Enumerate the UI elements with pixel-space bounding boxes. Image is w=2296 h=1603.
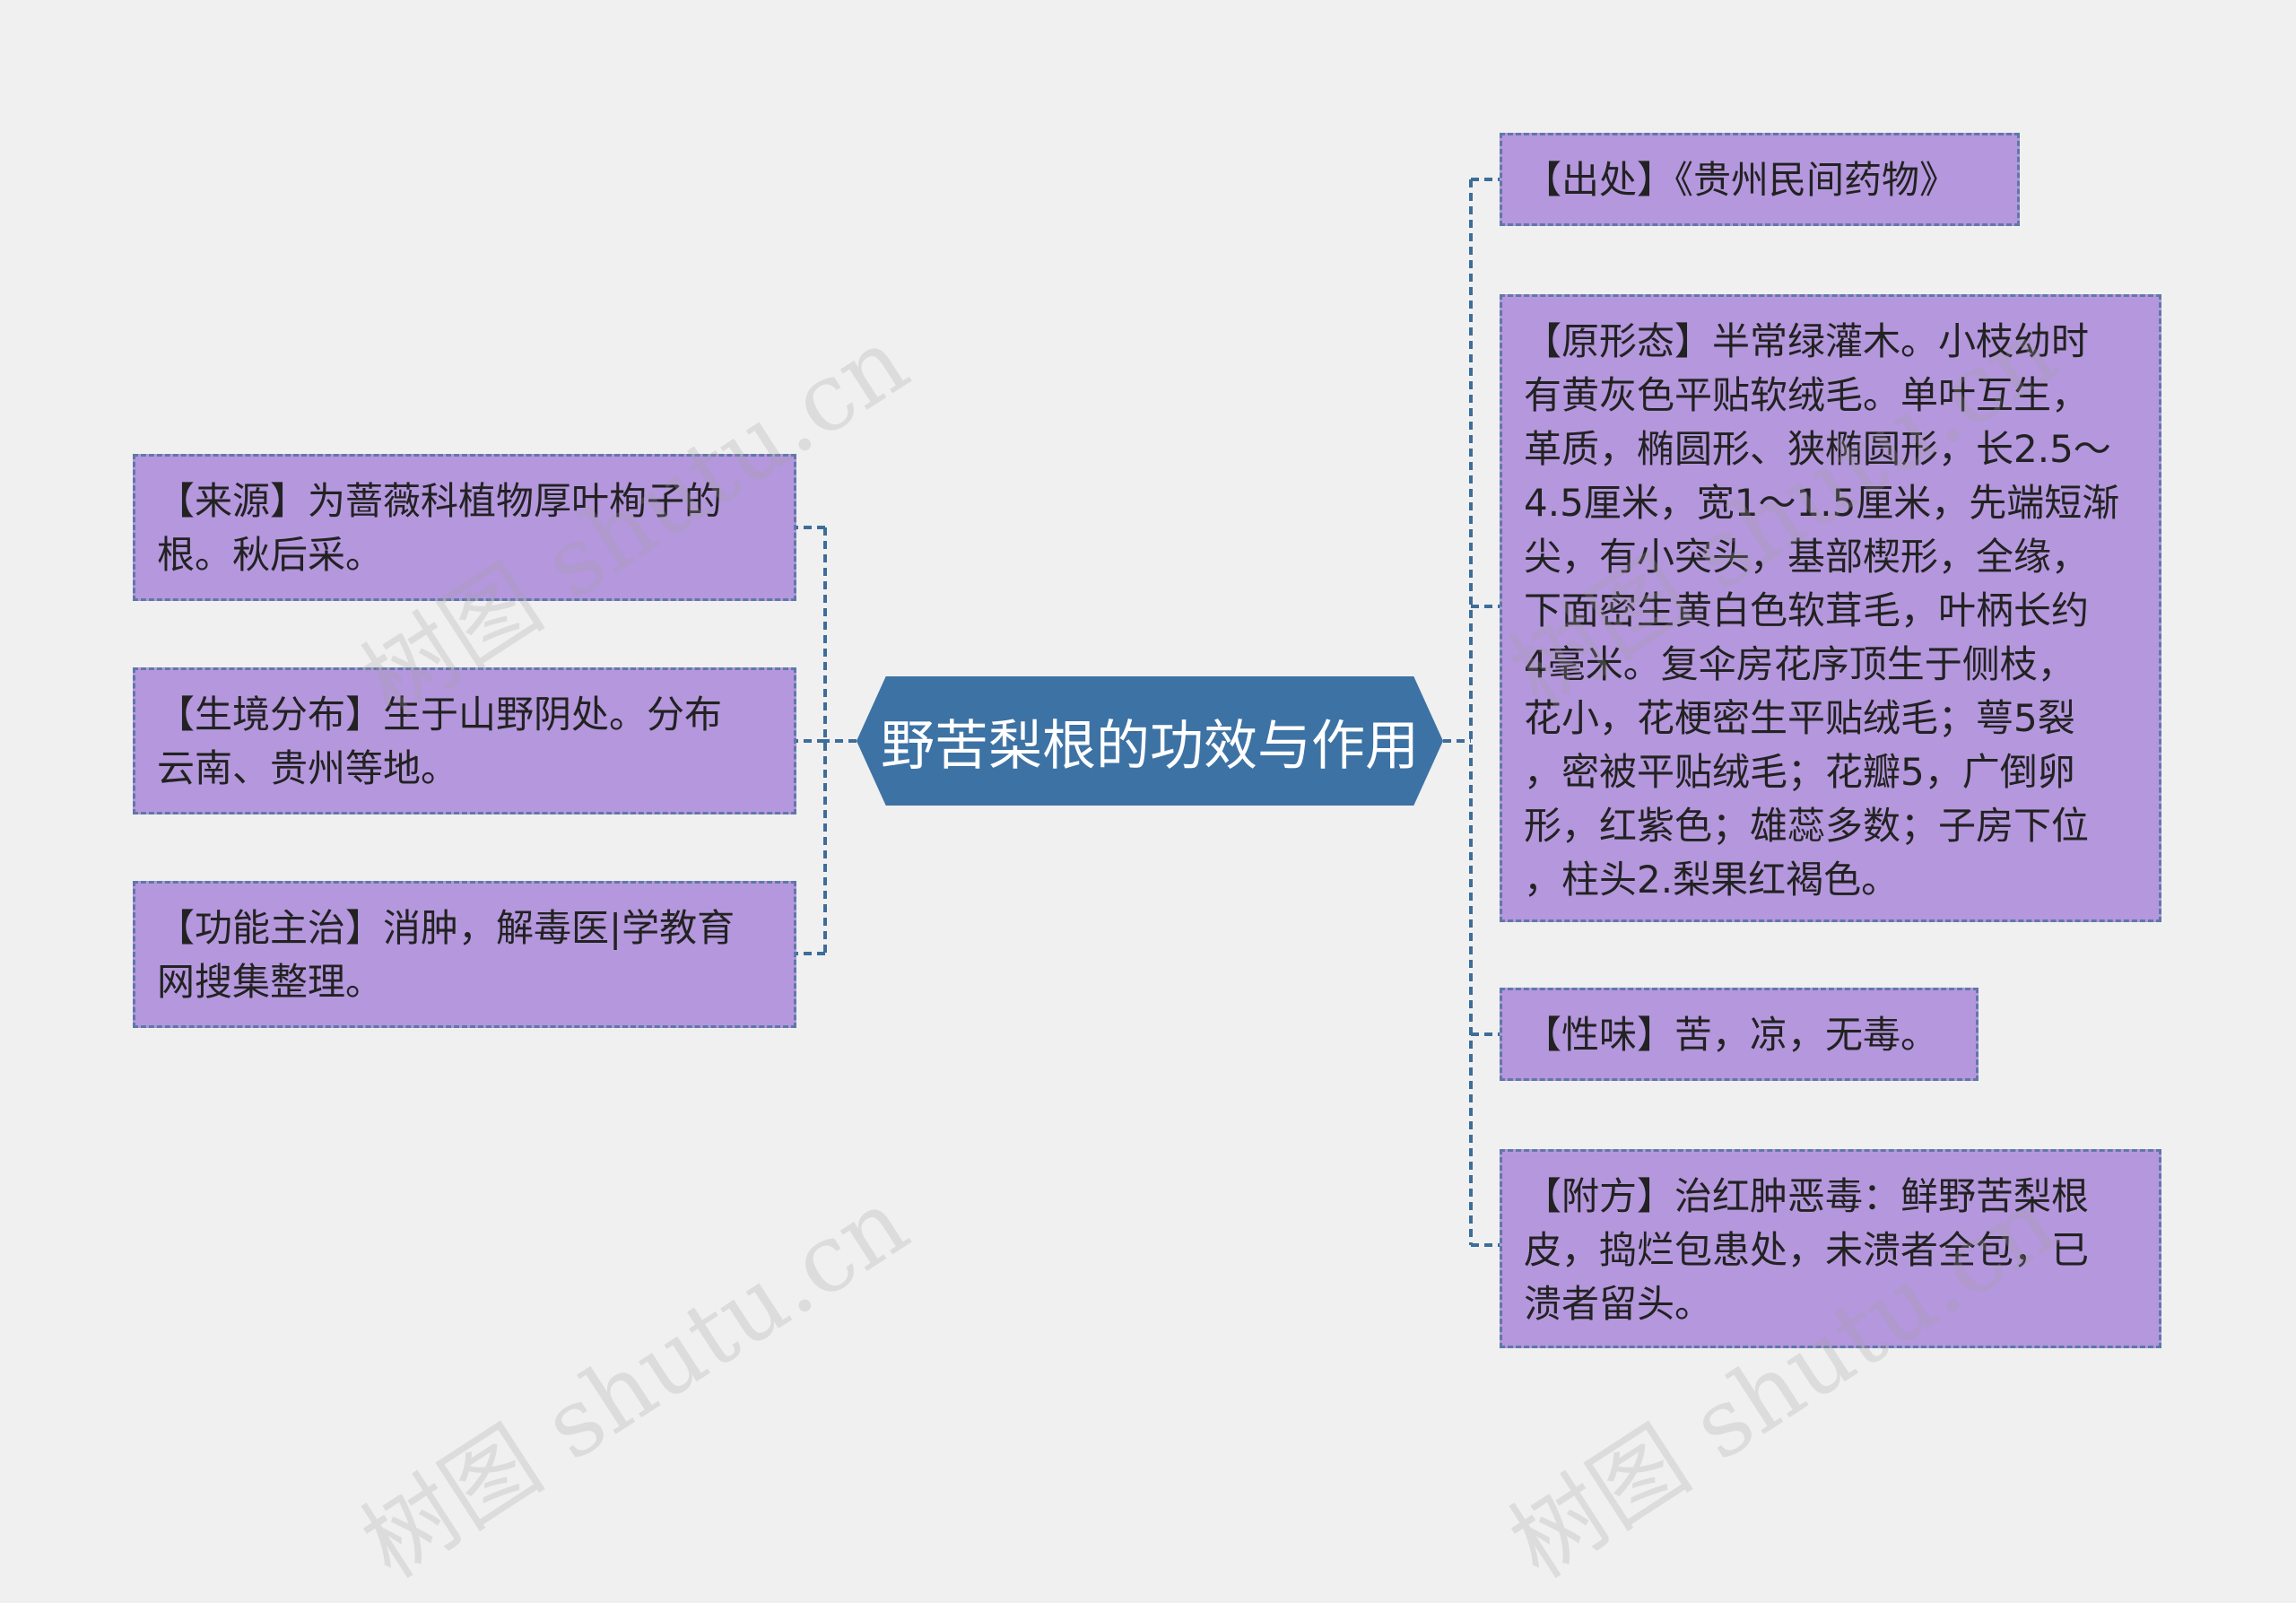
- connector-lines: [796, 178, 1500, 1247]
- right-node-origin[interactable]: 【出处】《贵州民间药物》: [1500, 133, 2020, 226]
- right-node-morphology[interactable]: 【原形态】半常绿灌木。小枝幼时 有黄灰色平贴软绒毛。单叶互生， 革质，椭圆形、狭…: [1500, 294, 2161, 922]
- left-node-function[interactable]: 【功能主治】消肿，解毒医|学教育 网搜集整理。: [133, 881, 796, 1028]
- mind-map-canvas: 野苦梨根的功效与作用 【来源】为蔷薇科植物厚叶栒子的 根。秋后采。 【生境分布】…: [133, 133, 2161, 1599]
- left-node-source[interactable]: 【来源】为蔷薇科植物厚叶栒子的 根。秋后采。: [133, 454, 796, 601]
- right-node-taste[interactable]: 【性味】苦，凉，无毒。: [1500, 988, 1979, 1081]
- right-node-prescription[interactable]: 【附方】治红肿恶毒：鲜野苦梨根 皮，捣烂包患处，未溃者全包，已 溃者留头。: [1500, 1149, 2161, 1348]
- left-node-habitat[interactable]: 【生境分布】生于山野阴处。分布 云南、贵州等地。: [133, 667, 796, 815]
- central-topic[interactable]: 野苦梨根的功效与作用: [857, 676, 1443, 806]
